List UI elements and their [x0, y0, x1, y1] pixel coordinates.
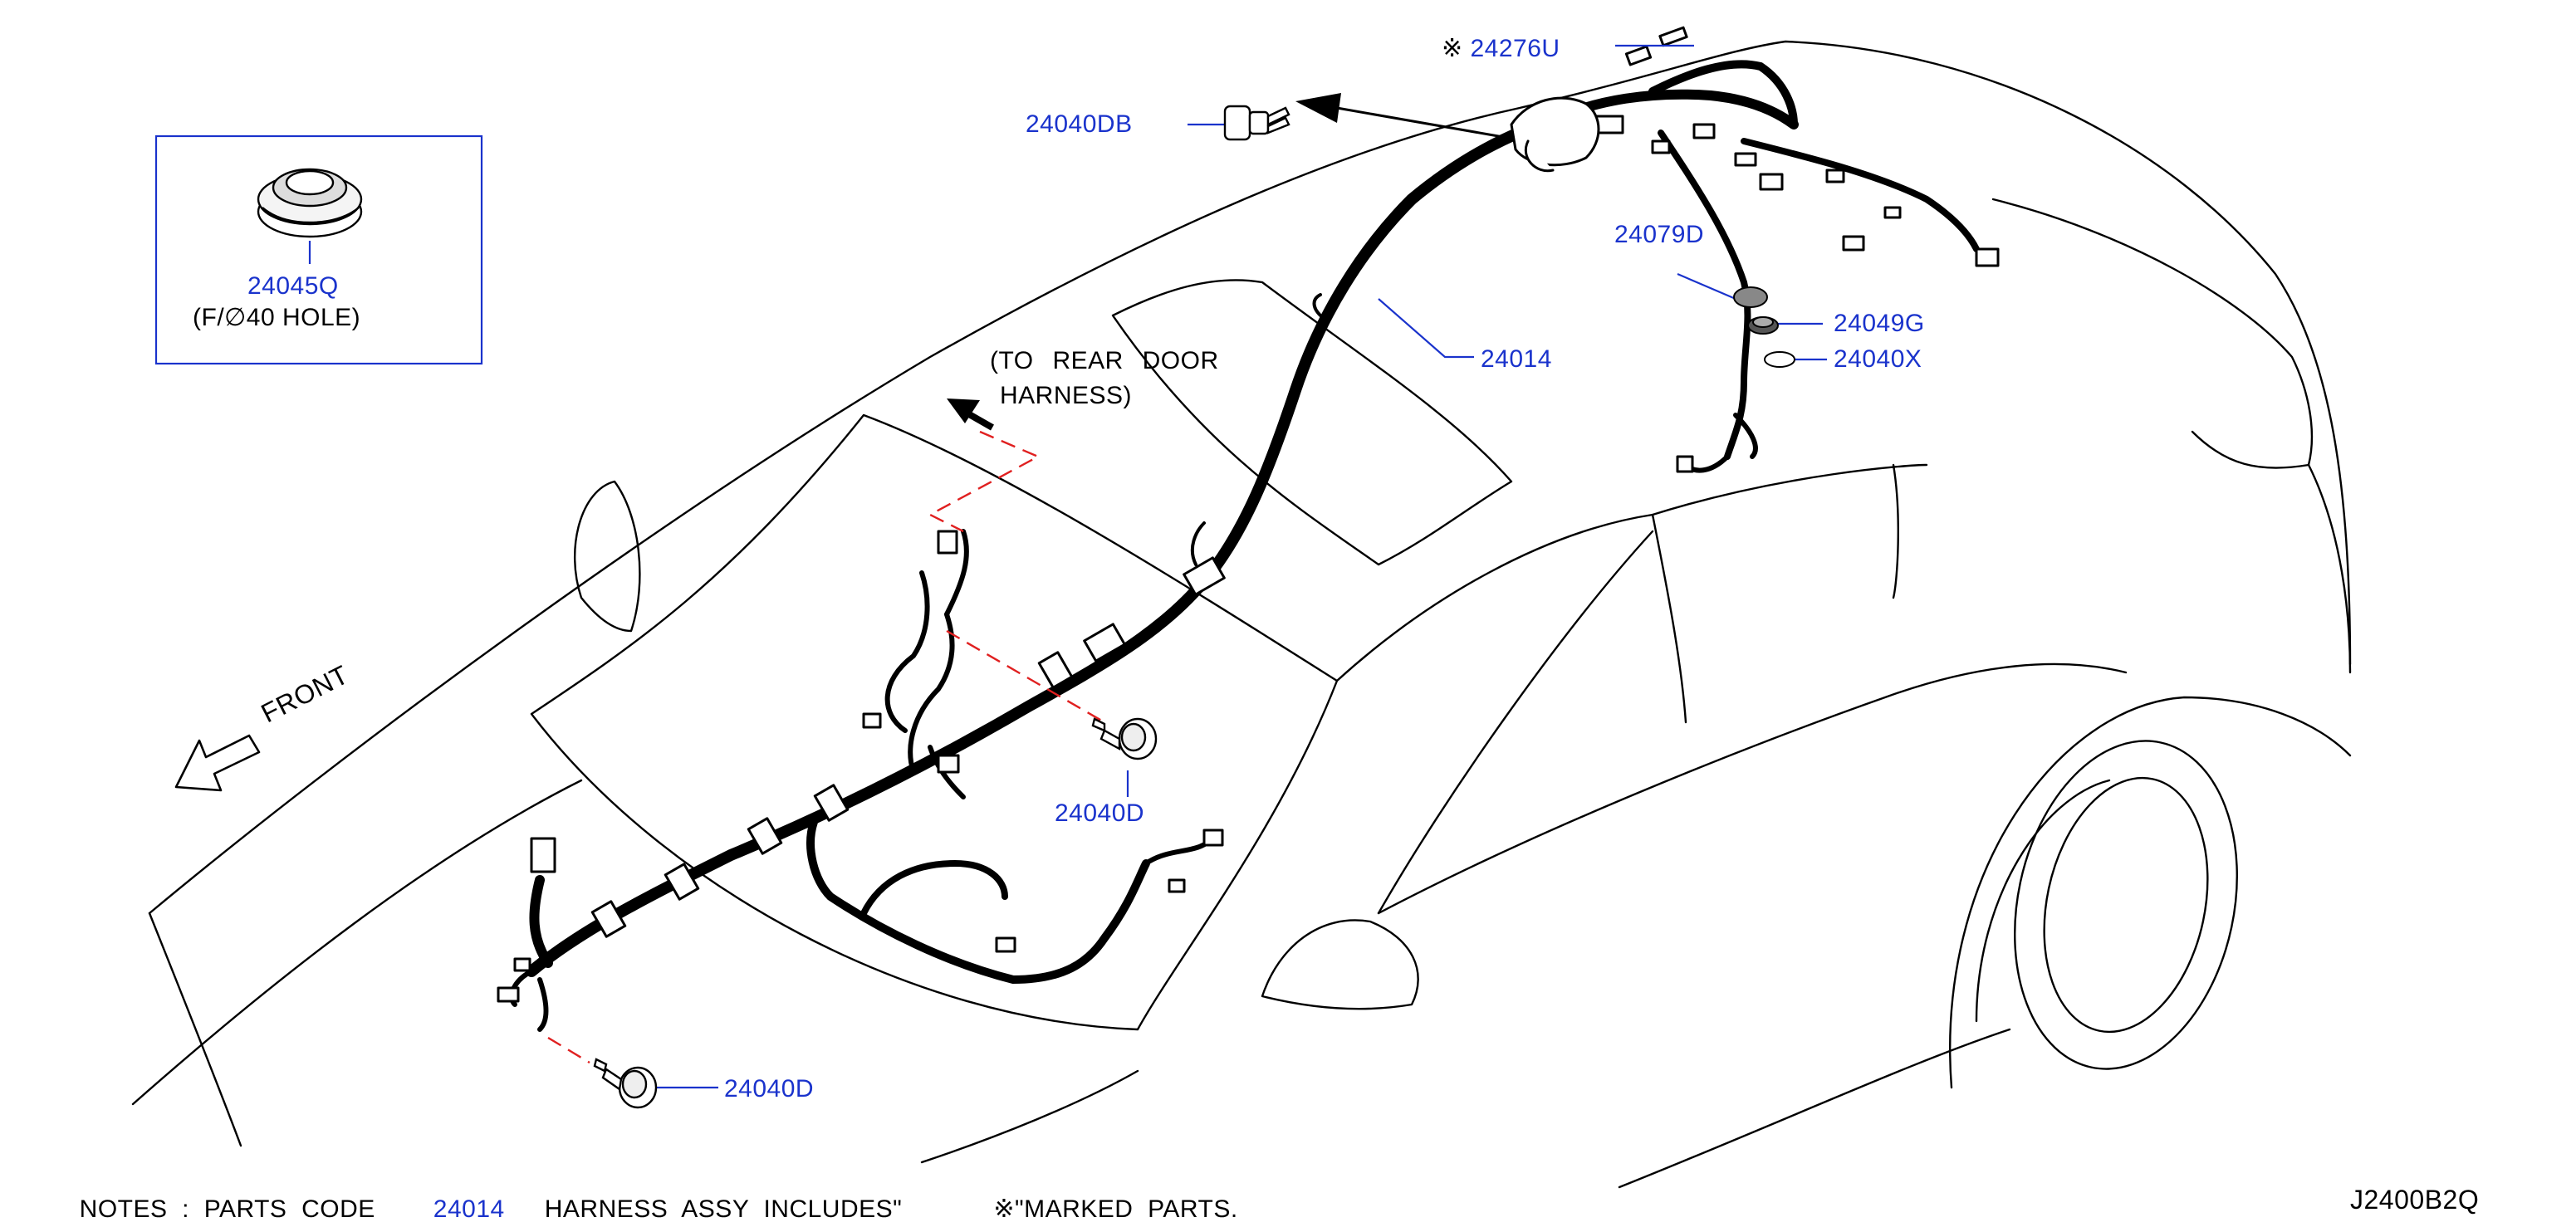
callout-24276U-number: 24276U: [1470, 35, 1560, 62]
notes-marked: ※"MARKED PARTS.: [993, 1195, 1238, 1223]
bolt-icon: [1223, 105, 1290, 141]
bolt-icon: [593, 1058, 658, 1109]
figure-id: J2400B2Q: [2350, 1185, 2480, 1215]
to-rear-door-line2: HARNESS): [1000, 382, 1133, 409]
inset-part-number: 24045Q: [247, 272, 339, 300]
bolt-icon: [1091, 717, 1158, 760]
inset-note: (F/∅40 HOLE): [193, 304, 361, 331]
notes-prefix: NOTES : PARTS CODE: [79, 1195, 375, 1223]
car-body-outline: [131, 40, 2352, 1189]
callout-24040X: 24040X: [1834, 345, 1922, 373]
leader-lines: [308, 44, 1827, 1089]
callout-24079D: 24079D: [1614, 221, 1705, 248]
callout-24040DB: 24040DB: [1026, 110, 1133, 138]
marked-symbol: ※: [1442, 35, 1463, 62]
main-harness: [497, 26, 2000, 1032]
direction-arrow-icon: [1295, 93, 1504, 139]
callout-24040D-middle: 24040D: [1055, 799, 1145, 827]
callout-24040D-bottom: 24040D: [724, 1075, 815, 1102]
front-arrow-icon: [174, 734, 261, 792]
callout-24049G: 24049G: [1834, 310, 1925, 337]
notes-code: 24014: [433, 1195, 505, 1223]
inset-frame: [154, 134, 483, 365]
notes-suffix: HARNESS ASSY INCLUDES": [544, 1195, 903, 1223]
notes-line: NOTES : PARTS CODE 24014 HARNESS ASSY INCL…: [65, 1172, 1238, 1222]
callout-24014: 24014: [1481, 345, 1552, 373]
callout-24276U: ※ 24276U: [1442, 37, 1560, 61]
dashed-reference-lines: [547, 430, 1105, 1064]
grommet-icon: [1733, 286, 1768, 308]
direction-arrow-icon: [947, 398, 994, 431]
grommet-icon: [257, 168, 363, 238]
clip-icon: [1764, 351, 1795, 368]
grommet-icon: [1747, 316, 1779, 335]
to-rear-door-line1: (TO REAR DOOR: [990, 347, 1219, 374]
